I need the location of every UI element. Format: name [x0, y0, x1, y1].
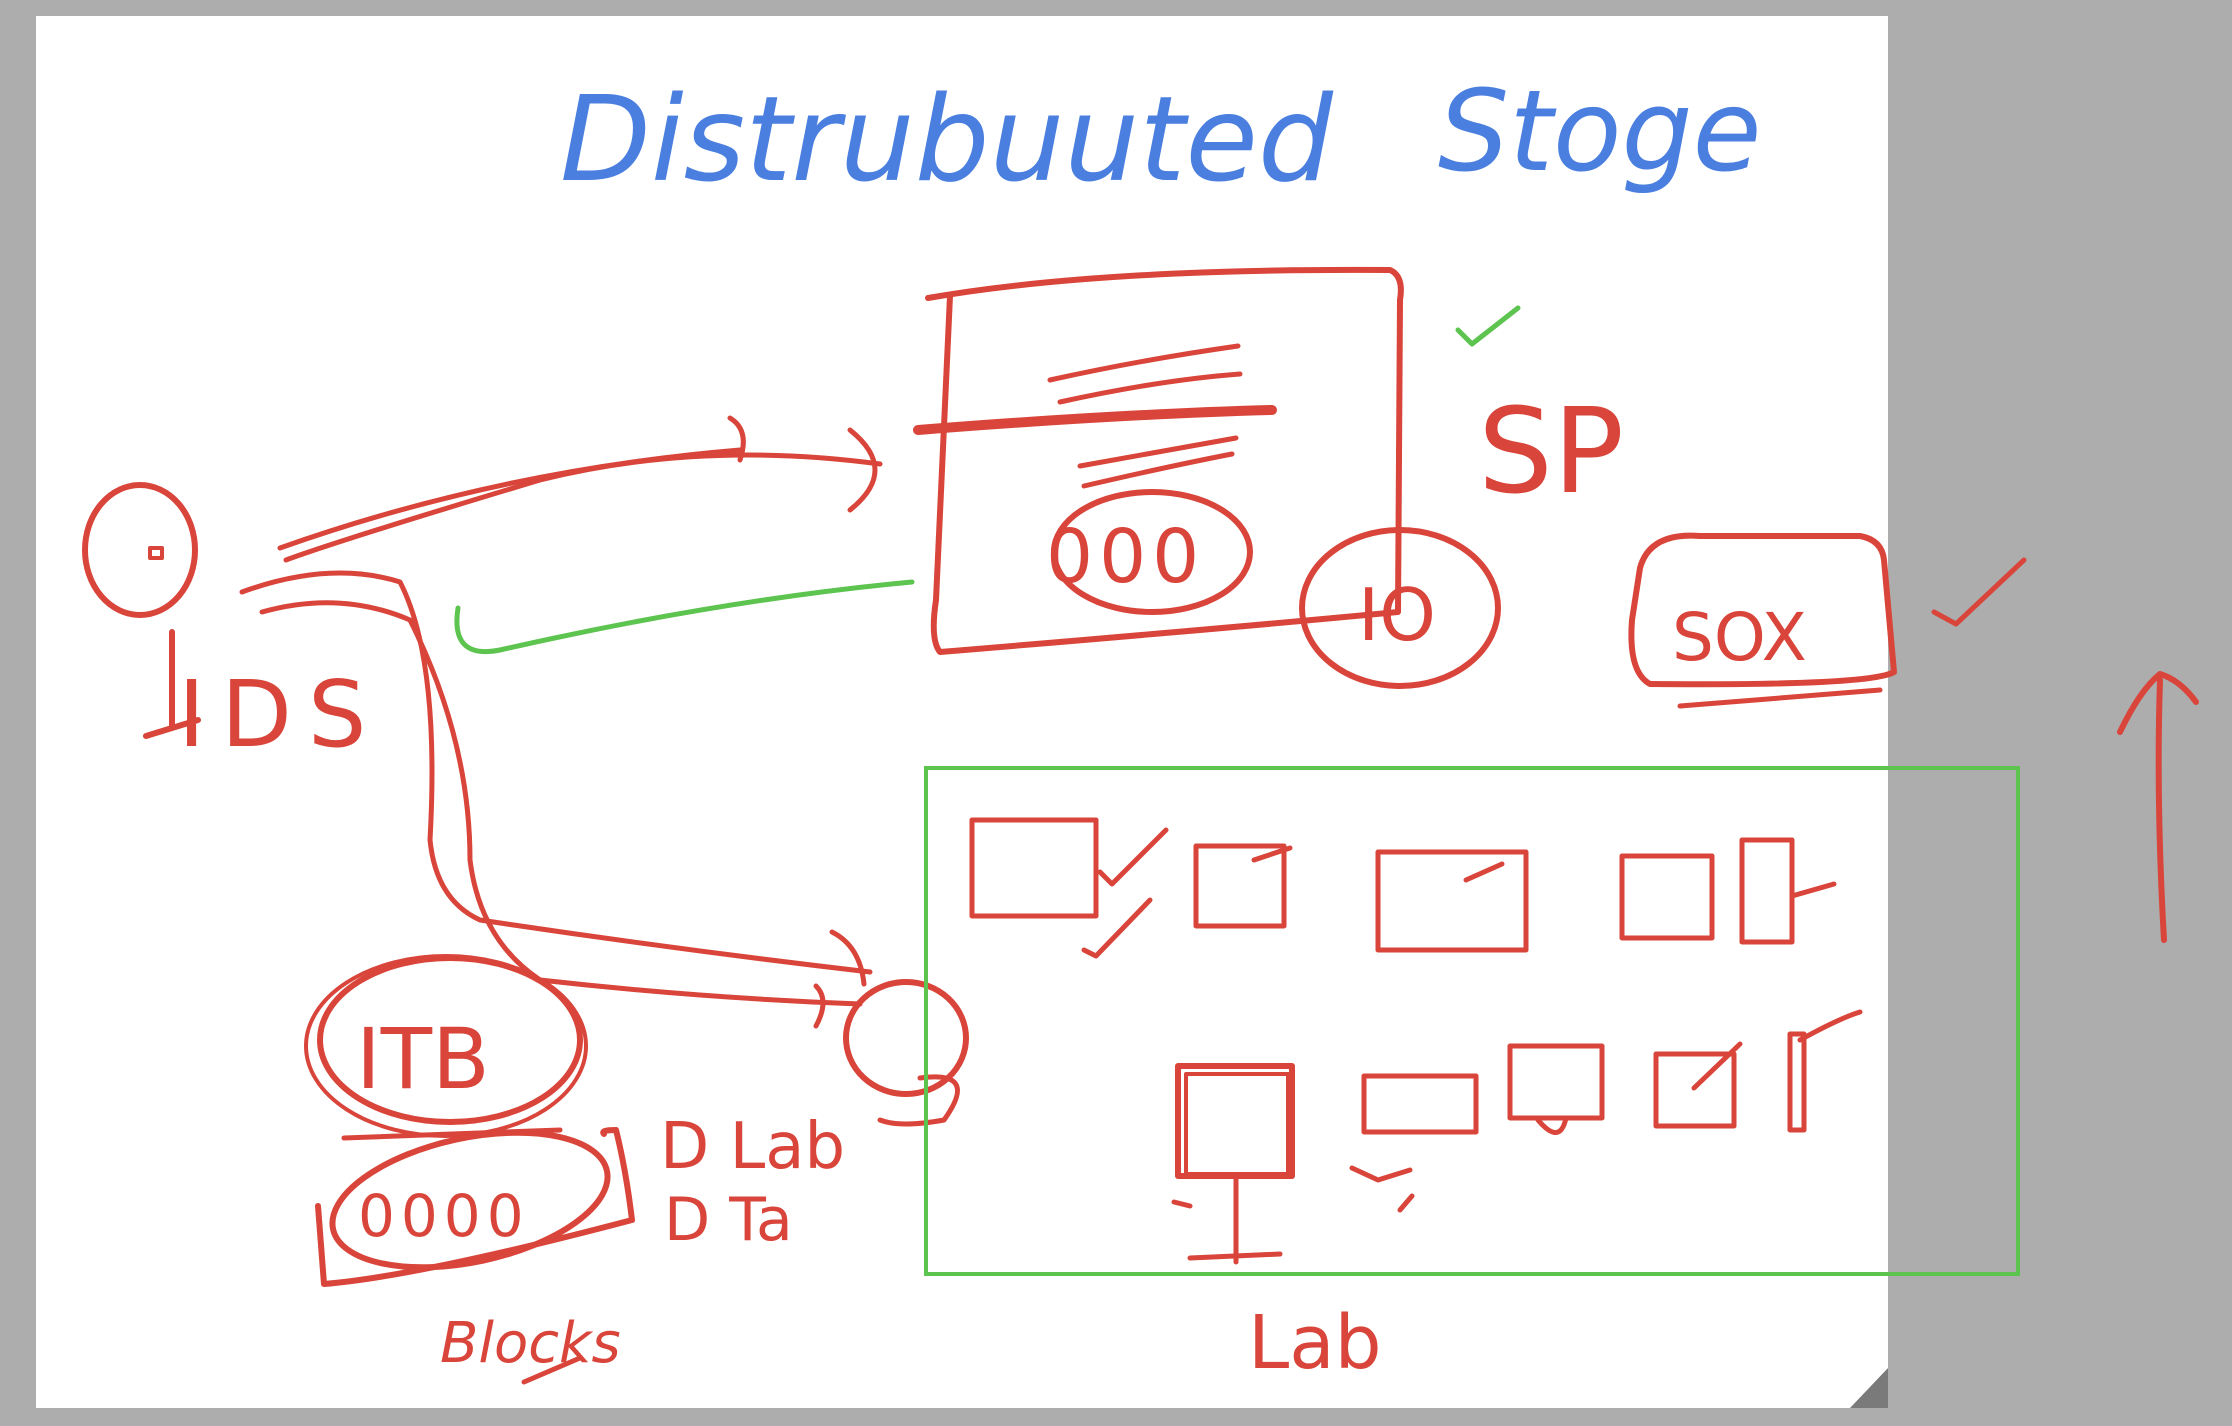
ids-label: IDS: [178, 661, 382, 768]
lab-machines-row-1: [969, 817, 1837, 959]
lab-machine-check: [1081, 827, 1169, 959]
blocks-ellipse: [329, 1129, 611, 1271]
sox-box: [1628, 532, 1897, 688]
lab-machine-stand: [1535, 1115, 1569, 1135]
connection-ids-to-storage-lower: [277, 415, 878, 551]
lab-note-1: D Lab: [660, 1110, 845, 1184]
lab-machine: [1619, 853, 1715, 941]
title-distributed: Distrubuuted: [560, 70, 1334, 208]
ids-eye: [148, 546, 164, 560]
lab-machine: [1375, 849, 1529, 953]
storage-line-5: [1081, 451, 1235, 489]
lab-machine: [1175, 1063, 1295, 1179]
io-label: IO: [1358, 573, 1436, 657]
lab-machine: [1739, 837, 1795, 945]
lab-machine-mark: [1349, 1165, 1415, 1213]
lab-machine: [969, 817, 1099, 919]
lab-machine: [1184, 1072, 1290, 1176]
lab-machine-mark: [1797, 1009, 1863, 1043]
storage-circles-outline: [1051, 489, 1253, 615]
lab-frame: [924, 766, 2020, 1276]
page-corner-fold[interactable]: [1850, 1368, 1888, 1408]
connection-storage-to-ids-green: [454, 579, 915, 655]
blocks-circles-label: 0000: [358, 1182, 530, 1250]
blocks-label: Blocks: [440, 1311, 621, 1376]
storage-line-2: [1057, 371, 1243, 405]
lab-connector-circle: [843, 979, 969, 1097]
blocks-bracket: [315, 1127, 635, 1287]
lab-machine-mark: [1251, 845, 1293, 863]
title-storage: Stoge: [1438, 67, 1762, 197]
sox-checkmark: [1931, 557, 2027, 627]
storage-line-3: [913, 405, 1277, 435]
lab-machine: [1653, 1051, 1737, 1129]
storage-node-box: [913, 266, 1404, 655]
connection-ids-to-storage-upper: [283, 452, 883, 563]
lab-machine-mark: [1691, 1041, 1743, 1091]
blocks-underline: [521, 1355, 583, 1385]
storage-line-1: [1047, 343, 1241, 383]
connection-ids-down-pipe: [239, 570, 873, 975]
itb-label: ITB: [356, 1010, 490, 1108]
sox-underline: [1677, 687, 1883, 709]
lab-note-2: D Ta: [664, 1185, 793, 1255]
storage-line-4: [1077, 435, 1239, 469]
ids-head: [82, 482, 198, 618]
lab-machine-mark: [1789, 881, 1837, 899]
whiteboard-page: [36, 16, 1888, 1408]
lab-machine: [1193, 843, 1287, 929]
lab-machines-row-2: [1171, 1009, 1863, 1265]
up-arrow-icon[interactable]: [2117, 671, 2199, 943]
connection-ids-down-pipe-inner: [259, 600, 867, 1029]
lab-machine: [1361, 1073, 1479, 1135]
lab-machine-stand: [1171, 1173, 1283, 1265]
storage-circles-label: 000: [1046, 514, 1205, 600]
sp-label: SP: [1478, 382, 1624, 520]
lab-connector-tail: [877, 1074, 960, 1127]
lab-machine: [1787, 1031, 1807, 1133]
io-circle: [1299, 527, 1501, 689]
sox-label: SOX: [1672, 599, 1807, 676]
lab-label: Lab: [1248, 1300, 1382, 1386]
ids-user: [82, 482, 201, 739]
ids-body: [143, 629, 201, 739]
lab-machine-mark: [1463, 861, 1505, 883]
sp-checkmark: [1455, 305, 1521, 347]
lab-machine: [1507, 1043, 1605, 1121]
